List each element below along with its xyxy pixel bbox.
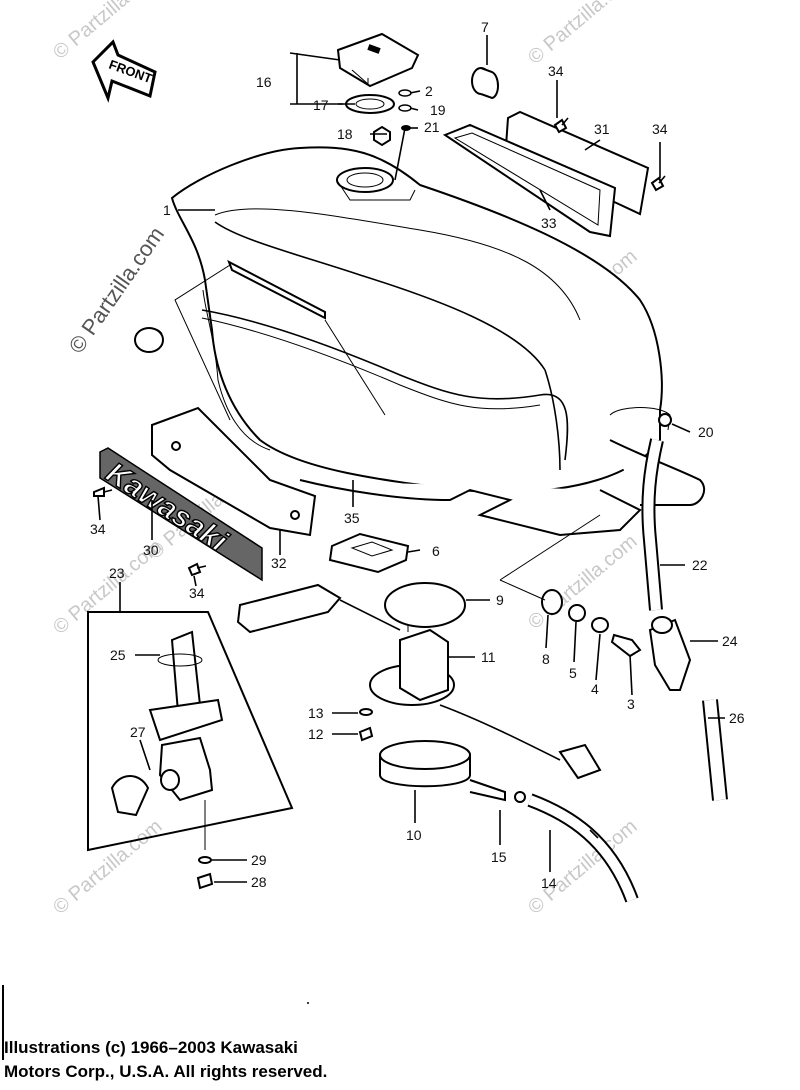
callout-13: 13 [308,705,324,721]
fuel-filter [648,616,728,801]
callout-34: 34 [652,121,668,137]
callout-7: 7 [481,19,489,35]
callout-27: 27 [130,724,146,740]
callout-29: 29 [251,852,267,868]
callout-32: 32 [271,555,287,571]
copyright-line-1: Illustrations (c) 1966–2003 Kawasaki [4,1038,298,1057]
copyright-notice: Illustrations (c) 1966–2003 Kawasaki Mot… [4,1036,327,1084]
fuel-hose [527,793,639,903]
callout-18: 18 [337,126,353,142]
callout-25: 25 [110,647,126,663]
callout-9: 9 [496,592,504,608]
callout-6: 6 [432,543,440,559]
callout-15: 15 [491,849,507,865]
fuel-gauge-sender [236,582,602,780]
callout-31: 31 [594,121,610,137]
mount-hardware [541,589,642,658]
copyright-line-2: Motors Corp., U.S.A. All rights reserved… [4,1062,328,1081]
screws [93,117,666,577]
callout-4: 4 [591,681,599,697]
fuel-tap-assembly [87,611,294,890]
callout-23: 23 [109,565,125,581]
callout-20: 20 [698,424,714,440]
callout-28: 28 [251,874,267,890]
callout-22: 22 [692,557,708,573]
fuel-cap [336,32,420,114]
rubber-damper [471,67,499,100]
fuel-tank [170,146,672,493]
callout-21: 21 [424,119,440,135]
grommet [134,327,164,353]
callout-3: 3 [627,696,635,712]
strainer-cup [379,740,526,803]
callout-12: 12 [308,726,324,742]
leader-lines [97,35,725,883]
callout-1: 1 [163,202,171,218]
callout-26: 26 [729,710,745,726]
callout-17: 17 [313,97,329,113]
rear-bracket [442,110,650,238]
callout-33: 33 [541,215,557,231]
watermark: © Partzilla.com [524,0,641,69]
callout-34: 34 [189,585,205,601]
callout-2: 2 [425,83,433,99]
callout-19: 19 [430,102,446,118]
callout-5: 5 [569,665,577,681]
callout-11: 11 [481,649,496,665]
callout-16: 16 [256,74,272,90]
callout-10: 10 [406,827,422,843]
callout-8: 8 [542,651,550,667]
cap-hardware [373,89,412,147]
rubber-pad [328,532,410,574]
callout-14: 14 [541,875,557,891]
callout-35: 35 [344,510,360,526]
overflow-hose [641,438,664,611]
callout-34: 34 [90,521,106,537]
callout-labels: 16 17 18 2 19 21 7 34 31 34 33 1 20 35 3… [90,19,745,891]
callout-34: 34 [548,63,564,79]
watermark: © Partzilla.com [49,815,166,918]
speck [307,1002,309,1004]
callout-24: 24 [722,633,738,649]
gauge-screws [358,708,374,742]
callout-30: 30 [143,542,159,558]
front-arrow-icon: FRONT [91,39,157,103]
side-cover [151,406,317,537]
